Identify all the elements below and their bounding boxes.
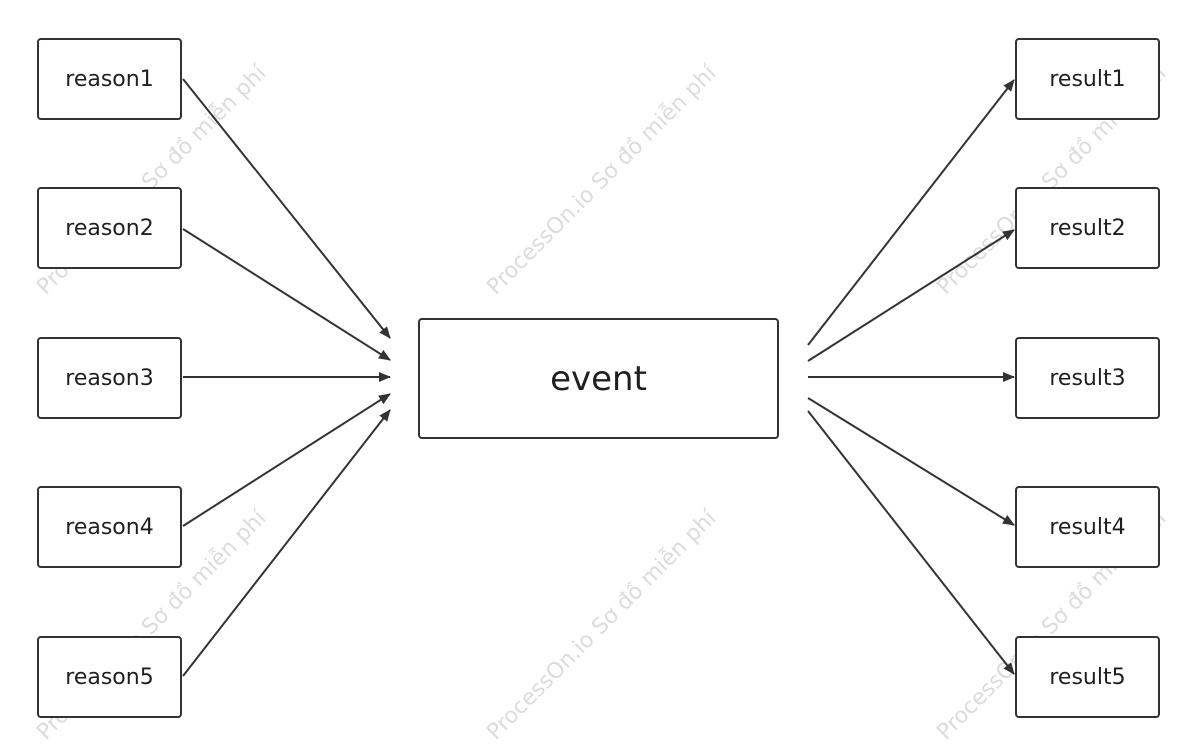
result-label: result4 (1049, 514, 1126, 540)
arrow-event-to-result2 (807, 229, 1015, 362)
result-label: result3 (1049, 365, 1126, 391)
arrow-reason5-to-event (182, 409, 391, 677)
result-node-5[interactable]: result5 (1015, 636, 1160, 718)
reason-node-1[interactable]: reason1 (37, 38, 182, 120)
reason-label: reason2 (65, 215, 154, 241)
arrow-event-to-result4 (807, 397, 1015, 526)
result-node-2[interactable]: result2 (1015, 187, 1160, 269)
reason-node-2[interactable]: reason2 (37, 187, 182, 269)
arrow-event-to-result5 (807, 410, 1015, 675)
event-label: event (550, 358, 647, 399)
result-label: result1 (1049, 66, 1126, 92)
reason-label: reason4 (65, 514, 154, 540)
arrow-reason2-to-event (182, 228, 391, 361)
result-node-3[interactable]: result3 (1015, 337, 1160, 419)
result-node-1[interactable]: result1 (1015, 38, 1160, 120)
arrow-reason4-to-event (182, 393, 391, 527)
arrow-event-to-result1 (807, 79, 1015, 346)
result-label: result5 (1049, 664, 1126, 690)
arrow-reason1-to-event (182, 78, 391, 339)
reason-label: reason1 (65, 66, 154, 92)
reason-node-3[interactable]: reason3 (37, 337, 182, 419)
reason-label: reason5 (65, 664, 154, 690)
reason-node-5[interactable]: reason5 (37, 636, 182, 718)
result-label: result2 (1049, 215, 1126, 241)
reason-label: reason3 (65, 365, 154, 391)
result-node-4[interactable]: result4 (1015, 486, 1160, 568)
reason-node-4[interactable]: reason4 (37, 486, 182, 568)
event-node[interactable]: event (418, 318, 779, 439)
